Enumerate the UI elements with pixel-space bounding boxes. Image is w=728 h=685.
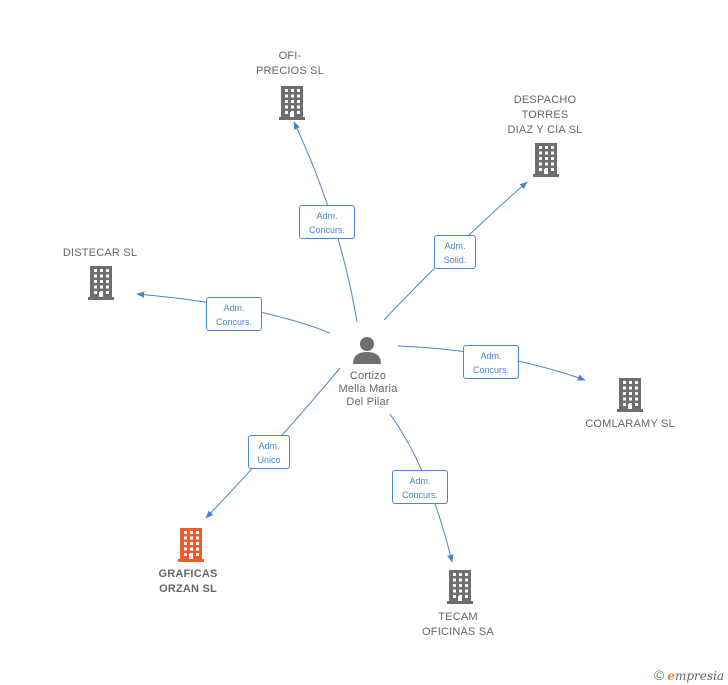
relation-type: Unico <box>257 455 281 465</box>
company-name-line: DESPACHO <box>513 94 577 106</box>
person-label[interactable]: Cortizo Mella Maria Del Pilar <box>318 370 418 409</box>
company-label-distecar[interactable]: DISTECAR SL <box>50 246 150 261</box>
company-name-line: TECAM <box>438 611 478 623</box>
company-name-line: ORZAN SL <box>159 583 217 595</box>
person-name-line: Mella Maria <box>338 383 398 395</box>
brand-logo-letter: e <box>667 669 675 683</box>
relation-label-ofi-precios[interactable]: Adm. Concurs. <box>299 205 355 239</box>
relation-type: Concurs. <box>308 225 345 235</box>
relation-label-despacho[interactable]: Adm. Solid. <box>434 235 476 269</box>
relation-role: Adm. <box>480 351 502 361</box>
company-name-line: DIAZ Y CIA SL <box>507 124 583 136</box>
building-icon[interactable] <box>279 86 305 120</box>
company-name-line: GRAFICAS <box>158 568 218 580</box>
company-label-ofi-precios[interactable]: OFI- PRECIOS SL <box>240 49 340 79</box>
relation-role: Adm. <box>258 441 280 451</box>
relation-type: Solid. <box>443 255 467 265</box>
person-icon[interactable] <box>353 337 381 364</box>
building-icon[interactable] <box>447 570 473 604</box>
relation-role: Adm. <box>444 241 466 251</box>
company-label-despacho[interactable]: DESPACHO TORRES DIAZ Y CIA SL <box>490 93 600 138</box>
building-icon[interactable] <box>178 528 204 562</box>
brand-logo-text: mpresia <box>674 669 724 683</box>
relation-label-graficas[interactable]: Adm. Unico <box>248 435 290 469</box>
building-icon[interactable] <box>88 266 114 300</box>
relation-label-distecar[interactable]: Adm. Concurs. <box>206 297 262 331</box>
company-label-graficas[interactable]: GRAFICAS ORZAN SL <box>138 567 238 597</box>
relation-role: Adm. <box>409 476 431 486</box>
person-name-line: Cortizo <box>349 370 387 382</box>
company-name-line: DISTECAR SL <box>62 247 138 259</box>
relation-label-tecam[interactable]: Adm. Concurs. <box>392 470 448 504</box>
company-name-line: OFI- <box>278 50 302 62</box>
relation-type: Concurs. <box>215 317 252 327</box>
company-name-line: COMLARAMY SL <box>585 418 675 430</box>
relation-label-comlaramy[interactable]: Adm. Concurs. <box>463 345 519 379</box>
copyright-icon: © <box>653 667 665 683</box>
company-label-comlaramy[interactable]: COMLARAMY SL <box>575 417 685 432</box>
relation-role: Adm. <box>316 211 338 221</box>
relation-type: Concurs. <box>401 490 438 500</box>
company-name-line: PRECIOS SL <box>255 65 325 77</box>
building-icon[interactable] <box>533 143 559 177</box>
company-name-line: OFICINAS SA <box>422 626 494 638</box>
building-icon[interactable] <box>617 378 643 412</box>
relation-type: Concurs. <box>472 365 509 375</box>
company-name-line: TORRES <box>521 109 569 121</box>
person-name-line: Del Pilar <box>346 396 390 408</box>
relation-role: Adm. <box>223 303 245 313</box>
brand-watermark: ©empresia <box>654 667 724 683</box>
company-label-tecam[interactable]: TECAM OFICINAS SA <box>408 610 508 640</box>
